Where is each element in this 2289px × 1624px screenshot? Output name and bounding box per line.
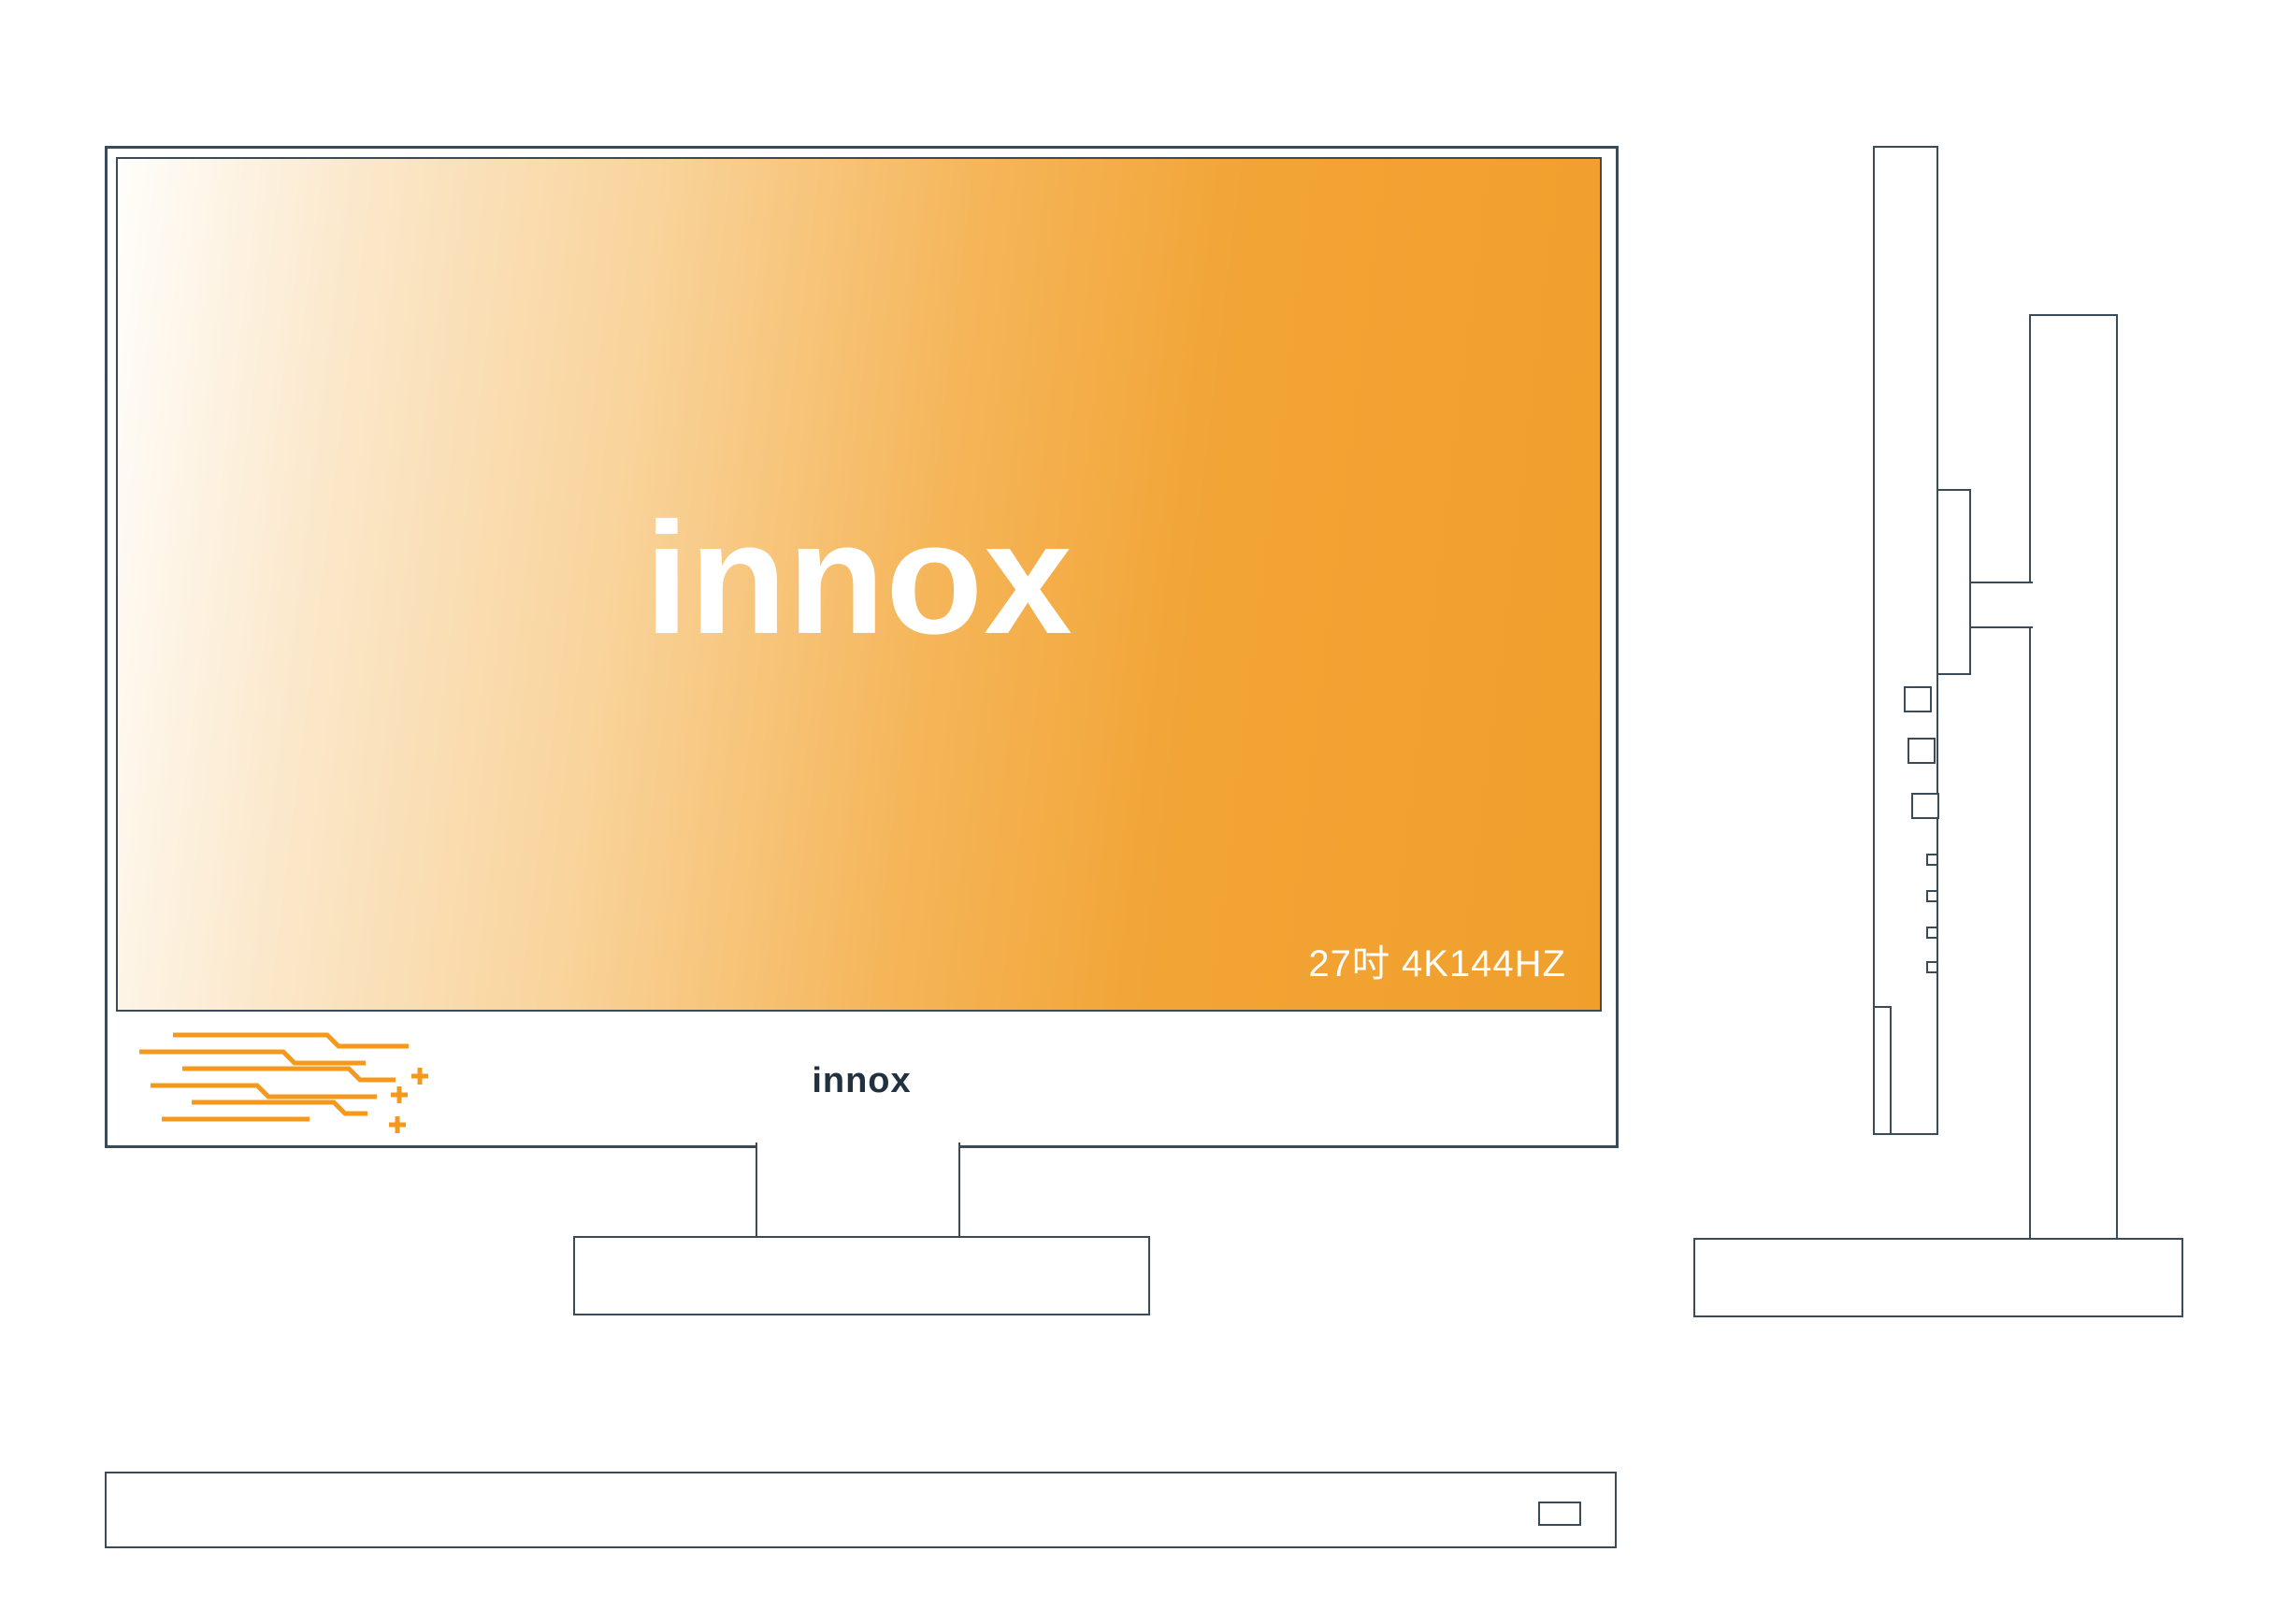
indicator-dot-2 (1926, 890, 1938, 902)
control-button-1 (1904, 686, 1932, 712)
power-button-bottom (1538, 1502, 1581, 1526)
stand-base-side (1693, 1238, 2183, 1317)
indicator-dot-1 (1926, 854, 1938, 866)
brand-logo-bezel: innox (812, 1061, 912, 1100)
bezel-edge-side (1873, 1006, 1892, 1135)
stand-column-side (2029, 314, 2118, 1247)
circuit-pattern-icon (139, 1032, 428, 1133)
brand-logo-screen: innox (644, 490, 1073, 668)
bottom-bezel: innox (108, 1017, 1616, 1145)
vesa-mount-side (1933, 489, 1971, 675)
stand-base-front (573, 1236, 1150, 1315)
spec-label: 27吋 4K144HZ (1308, 943, 1566, 984)
screen: innox 27吋 4K144HZ (116, 157, 1602, 1012)
stand-hinge-side (1965, 582, 2033, 628)
stand-neck-front (756, 1143, 960, 1238)
control-button-2 (1908, 738, 1936, 764)
control-button-3 (1911, 793, 1939, 819)
bottom-view-outline (105, 1472, 1617, 1548)
indicator-dot-3 (1926, 927, 1938, 939)
monitor-front-outline: innox 27吋 4K144HZ innox (105, 146, 1619, 1148)
monitor-panel-side (1873, 146, 1938, 1135)
indicator-dot-4 (1926, 961, 1938, 973)
